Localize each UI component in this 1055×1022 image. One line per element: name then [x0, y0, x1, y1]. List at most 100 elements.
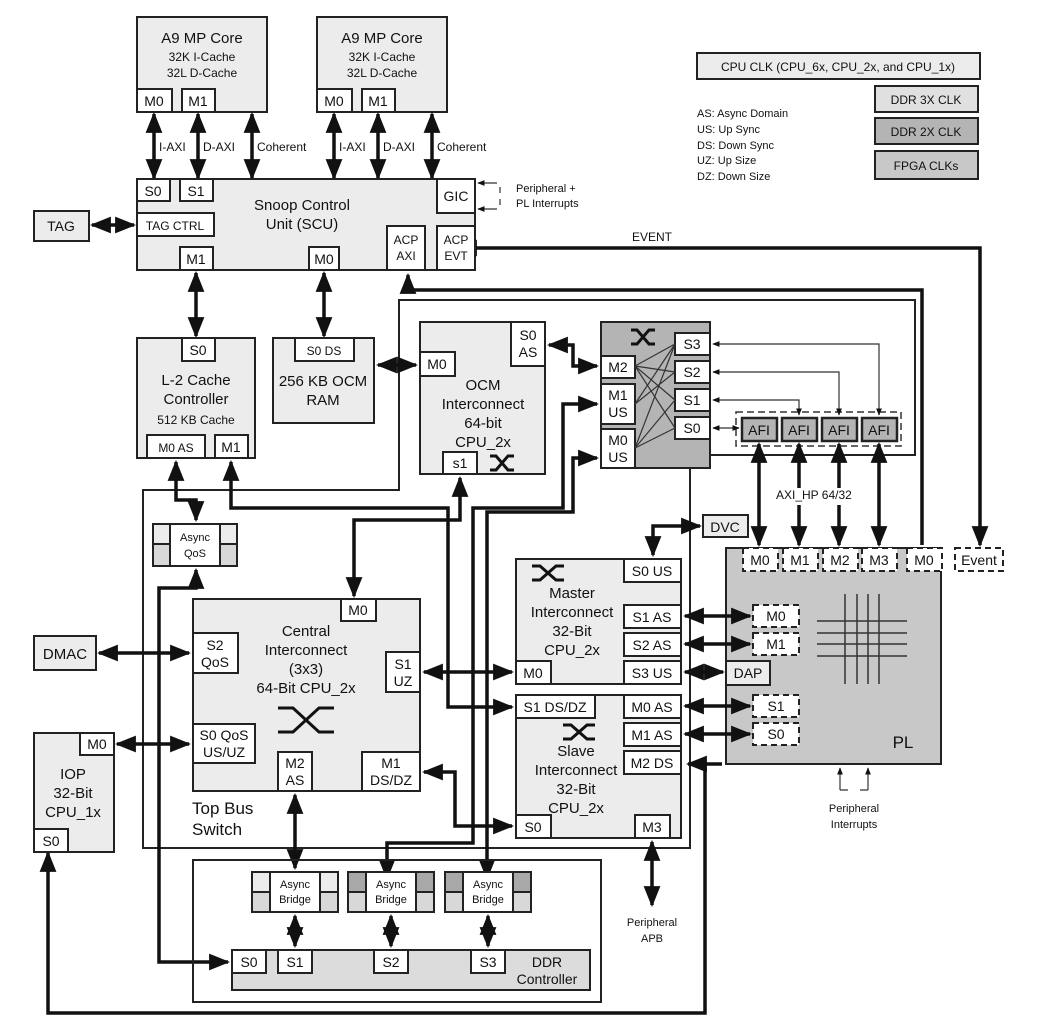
scu-acp-axi-sub: AXI: [396, 249, 415, 263]
pl-port-m0: M0: [766, 608, 786, 624]
dmac-label: DMAC: [43, 646, 87, 663]
iop-title-2: 32-Bit: [53, 785, 93, 802]
bridge-label-2: Bridge: [279, 894, 311, 906]
crossbar-icon: [278, 706, 334, 734]
scu-gic: GIC: [444, 188, 469, 204]
pl-interrupts: Peripheral Interrupts: [829, 767, 879, 831]
core-dcache: 32L D-Cache: [347, 66, 418, 80]
pl-event-label: Event: [961, 552, 997, 568]
hp-port-s2: S2: [683, 364, 700, 380]
abbr-uz: UZ: Up Size: [697, 155, 756, 167]
afi-1: AFI: [788, 422, 810, 438]
scu-acp-evt-sub: EVT: [444, 249, 468, 263]
abbr-ds: DS: Down Sync: [697, 140, 775, 152]
a9-core-2: A9 MP Core 32K I-Cache 32L D-Cache M0 M1: [316, 16, 448, 113]
central-port-s1: S1: [394, 656, 411, 672]
ocm-title-2: Interconnect: [442, 396, 525, 413]
programmable-logic: PL M0 M1 M2 M3 M0 M0 M1 S1 S0 DAP: [725, 547, 943, 765]
core-title: A9 MP Core: [161, 30, 242, 47]
bridge-label-2: Bridge: [375, 894, 407, 906]
master-title-4: CPU_2x: [544, 642, 600, 659]
async-qos-label-2: QoS: [184, 548, 206, 560]
async-bridge-1: Async Bridge: [251, 871, 339, 913]
bridge-label: Async: [376, 879, 406, 891]
hp-port-s1: S1: [683, 392, 700, 408]
scu-interrupts-label-2: PL Interrupts: [516, 198, 579, 210]
tag-label: TAG: [47, 218, 75, 234]
ddr2x-clk-swatch: [874, 117, 979, 145]
gic-interrupts: Peripheral + PL Interrupts: [477, 180, 579, 212]
master-title-3: 32-Bit: [552, 623, 592, 640]
slave-title-3: 32-Bit: [556, 781, 596, 798]
pl-title: PL: [893, 733, 914, 752]
core-icache: 32K I-Cache: [349, 50, 416, 64]
crossbar-icon: [563, 723, 595, 741]
pl-top-port-m1: M1: [790, 552, 810, 568]
central-slave-link: [421, 763, 515, 835]
abbr-as: AS: Async Domain: [697, 108, 788, 120]
scu-acp-axi: ACP: [394, 233, 419, 247]
slave-port-m1: M1 AS: [631, 727, 672, 743]
hp-port-m0-sub: US: [608, 449, 627, 465]
ocm-ram-title-2: RAM: [306, 392, 339, 409]
pl-interrupts-label-2: Interrupts: [831, 819, 878, 831]
top-bus-switch-label-2: Switch: [192, 820, 242, 839]
top-bus-switch-label: Top Bus: [192, 799, 253, 818]
iop-title: IOP: [60, 766, 86, 783]
central-title: Central: [282, 623, 330, 640]
i-axi-label: I-AXI: [339, 140, 366, 154]
hp-port-m1: M1: [608, 387, 628, 403]
dmac-block: DMAC: [33, 635, 97, 671]
ocm-port-s0: S0: [519, 327, 536, 343]
async-bridge-2: Async Bridge: [347, 871, 435, 913]
core-title: A9 MP Core: [341, 30, 422, 47]
slave-port-s0: S0: [524, 819, 541, 835]
ocm-interconnect: M0 S0 AS OCM Interconnect 64-bit CPU_2x …: [419, 321, 546, 475]
ddr3x-clk-label: DDR 3X CLK: [891, 93, 962, 107]
master-port-s2: S2 AS: [633, 637, 672, 653]
fpga-clk-swatch: [874, 150, 979, 180]
hp-port-m1-sub: US: [608, 404, 627, 420]
async-qos: Async QoS: [152, 523, 238, 567]
master-title: Master: [549, 585, 595, 602]
central-port-s2-sub: QoS: [201, 654, 229, 670]
ddr2x-clk-label: DDR 2X CLK: [891, 125, 962, 139]
central-port-m1-sub: DS/DZ: [370, 772, 412, 788]
event-wire: [455, 239, 989, 548]
tag-block: TAG: [33, 210, 137, 242]
axi-hp-links: AXI_HP 64/32: [750, 441, 888, 548]
pl-top-port-m0: M0: [750, 552, 770, 568]
hp-switch-crossbar-lines: [634, 343, 676, 449]
abbr-dz: DZ: Down Size: [697, 171, 770, 183]
afi-3: AFI: [868, 422, 890, 438]
snoop-control-unit: S0 S1 TAG CTRL Snoop Control Unit (SCU) …: [136, 178, 476, 271]
coherent-label: Coherent: [257, 140, 307, 154]
central-title-3: (3x3): [289, 661, 323, 678]
hp-m1-ddr-link: [378, 395, 600, 881]
async-bridge-3: Async Bridge: [444, 871, 532, 913]
central-port-s1-sub: UZ: [394, 673, 413, 689]
ddr-title-2: Controller: [517, 971, 578, 987]
central-port-m0: M0: [348, 602, 368, 618]
pl-interrupts-label: Peripheral: [829, 803, 879, 815]
port-label: M0: [324, 93, 344, 109]
l2-title-2: Controller: [163, 391, 228, 408]
hp-port-m0: M0: [608, 432, 628, 448]
cpu-clk-swatch: [696, 52, 981, 80]
ddr-port-s2: S2: [382, 954, 399, 970]
ocm-hp-link: [546, 336, 600, 375]
ddr-title: DDR: [532, 954, 562, 970]
pl-port-m1: M1: [766, 636, 786, 652]
ddr-port-s0: S0: [240, 954, 257, 970]
master-port-s3: S3 US: [632, 665, 672, 681]
ddr3x-clk-swatch: [874, 85, 979, 113]
abbr-us: US: Up Sync: [697, 124, 760, 136]
cpu-clk-label: CPU CLK (CPU_6x, CPU_2x, and CPU_1x): [721, 60, 955, 74]
core-scu-links: I-AXI D-AXI Coherent I-AXI D-AXI Coheren…: [145, 111, 487, 181]
master-title-2: Interconnect: [531, 604, 614, 621]
ocm-port-s1: s1: [453, 455, 468, 471]
peripheral-apb-label-2: APB: [641, 933, 663, 945]
ocm-port-m0: M0: [427, 356, 447, 372]
master-port-s0: S0 US: [632, 563, 672, 579]
pl-port-s0: S0: [767, 726, 784, 742]
